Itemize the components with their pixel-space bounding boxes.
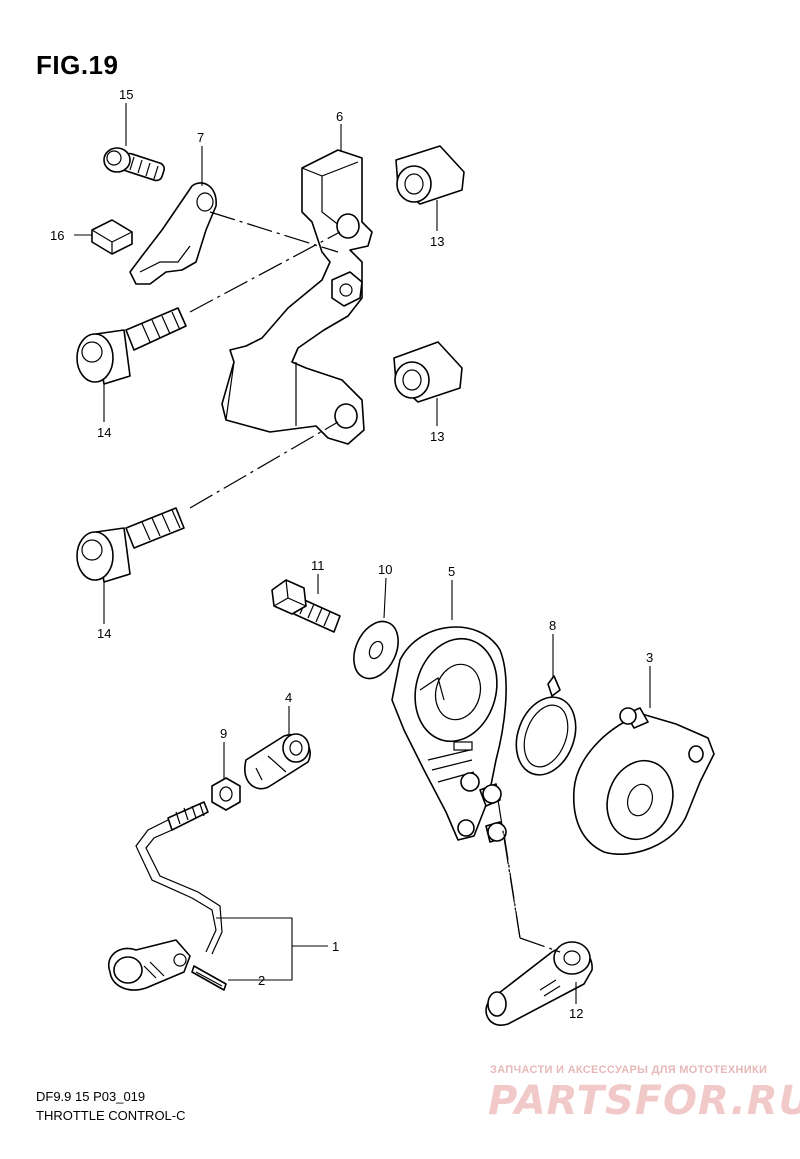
callout-4: 4: [285, 690, 292, 705]
watermark-logo: PARTSFOR.RU: [488, 1078, 800, 1124]
callout-11: 11: [311, 558, 325, 573]
part-8-spring-icon: [515, 675, 577, 776]
callout-14b: 14: [97, 626, 111, 641]
part-13-bushing-icon: [393, 341, 463, 403]
callout-13: 13: [430, 234, 444, 249]
part-7-plate-icon: [129, 182, 217, 285]
callout-14: 14: [97, 425, 111, 440]
part-10-washer-icon: [353, 620, 399, 680]
part-15-bolt-icon: [103, 147, 165, 182]
part-13-bushing-icon: [395, 145, 465, 205]
callout-3: 3: [646, 650, 653, 665]
part-12-link-joint-icon: [485, 941, 593, 1026]
figure-title: FIG.19: [36, 50, 119, 80]
callout-16: 16: [50, 228, 64, 243]
part-1-throttle-rod-icon: [107, 801, 223, 991]
model-code: DF9.9 15 P03_019: [36, 1089, 146, 1104]
part-16-clip-icon: [91, 219, 133, 255]
callout-13b: 13: [430, 429, 444, 444]
part-11-bolt-icon: [271, 579, 341, 633]
callout-12: 12: [569, 1006, 583, 1021]
section-title: THROTTLE CONTROL-C: [36, 1108, 186, 1123]
watermark-tagline: ЗАПЧАСТИ И АКСЕССУАРЫ ДЛЯ МОТОТЕХНИКИ: [490, 1064, 768, 1076]
part-3-throttle-cam-icon: [572, 707, 715, 855]
callout-6: 6: [336, 109, 343, 124]
part-6-bracket-icon: [221, 149, 373, 445]
part-14-bolt-icon: [76, 307, 187, 385]
ball-stud-icon: [485, 821, 507, 843]
leader-lines: [74, 103, 651, 1004]
callout-9: 9: [220, 726, 227, 741]
callout-2: 2: [258, 973, 265, 988]
callout-8: 8: [549, 618, 556, 633]
callout-labels: 15 7 6 16 13 13 14 14 11 10 5 8 3 4 9 1 …: [50, 87, 653, 1021]
callout-7: 7: [197, 130, 204, 145]
part-9-nut-icon: [211, 777, 241, 811]
ball-stud-icon: [479, 783, 502, 807]
part-14-bolt-icon: [76, 507, 185, 583]
callout-1: 1: [332, 939, 339, 954]
part-5-throttle-lever-icon: [391, 626, 507, 841]
callout-5: 5: [448, 564, 455, 579]
part-2-pin-icon: [191, 965, 227, 991]
part-4-rod-joint-icon: [244, 733, 311, 790]
callout-15: 15: [119, 87, 133, 102]
callout-10: 10: [378, 562, 392, 577]
